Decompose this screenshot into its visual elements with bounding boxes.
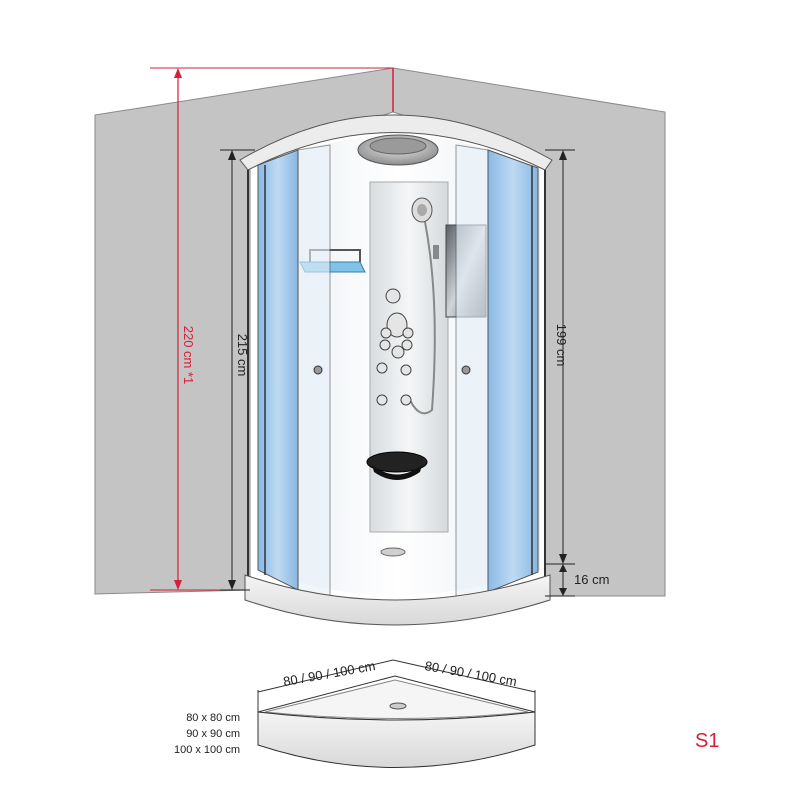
right-glass-panel <box>487 149 539 593</box>
cabin-height-label: 215 cm <box>235 334 250 377</box>
size-option: 100 x 100 cm <box>173 744 240 756</box>
tray-perspective-drawing: 80 / 90 / 100 cm 80 / 90 / 100 cm <box>257 658 536 768</box>
shower-tray <box>244 574 551 626</box>
size-options-list: 80 x 80 cm 90 x 90 cm 100 x 100 cm <box>150 710 240 758</box>
width-right-label: 80 / 90 / 100 cm <box>424 658 518 689</box>
dimension-total-height: 220 cm *1 <box>150 67 393 591</box>
cabin-roof <box>239 114 553 171</box>
shower-panel <box>369 181 449 533</box>
dimension-tray-height: 16 cm <box>545 564 609 597</box>
dimension-door-height: 199 cm <box>545 149 575 565</box>
size-option: 90 x 90 cm <box>186 728 240 740</box>
drain-icon <box>380 547 406 557</box>
dimension-cabin-height: 215 cm <box>220 149 255 591</box>
door-handle-right-icon <box>461 365 471 375</box>
left-glass-panel <box>257 149 299 591</box>
total-height-label: 220 cm *1 <box>181 326 196 385</box>
tray-height-label: 16 cm <box>574 572 609 587</box>
control-knobs-icon <box>376 288 414 406</box>
size-option: 80 x 80 cm <box>186 712 240 724</box>
model-label: S1 <box>695 730 720 752</box>
folding-seat-icon <box>366 451 428 480</box>
hand-shower-icon <box>409 197 439 415</box>
door-handle-left-icon <box>313 365 323 375</box>
door-height-label: 199 cm <box>554 324 569 367</box>
